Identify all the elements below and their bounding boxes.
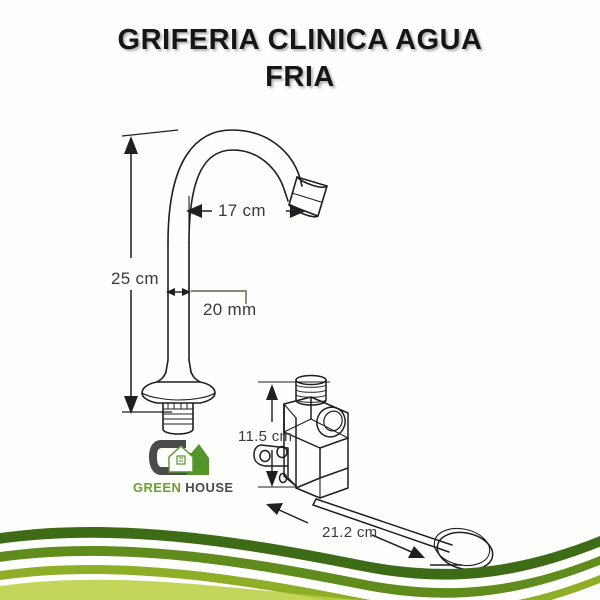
dimension-label-tube-diameter: 20 mm bbox=[203, 300, 257, 319]
green-house-logo-icon bbox=[149, 440, 209, 475]
dimension-label-height: 25 cm bbox=[111, 269, 159, 288]
brand-word-green: GREEN bbox=[133, 480, 182, 495]
dimension-label-reach: 17 cm bbox=[218, 201, 266, 220]
green-wave-ribbon bbox=[0, 526, 600, 600]
dimension-reach-17cm bbox=[186, 196, 306, 290]
gooseneck-faucet-spout bbox=[141, 129, 328, 435]
dimension-valve-height-115cm bbox=[258, 381, 330, 488]
dimension-label-pedal-length: 21.2 cm bbox=[322, 524, 378, 541]
dimension-label-valve-height: 11.5 cm bbox=[238, 428, 293, 445]
dimension-height-25cm bbox=[121, 129, 179, 414]
brand-word-house: HOUSE bbox=[185, 480, 234, 495]
dimension-pedal-length-212cm bbox=[266, 503, 462, 566]
foot-pedal-valve-body bbox=[253, 374, 349, 499]
dimension-tube-20mm bbox=[166, 288, 247, 304]
brand-logo-text: GREEN HOUSE bbox=[133, 480, 233, 495]
brand-logo: GREEN HOUSE bbox=[133, 437, 233, 495]
